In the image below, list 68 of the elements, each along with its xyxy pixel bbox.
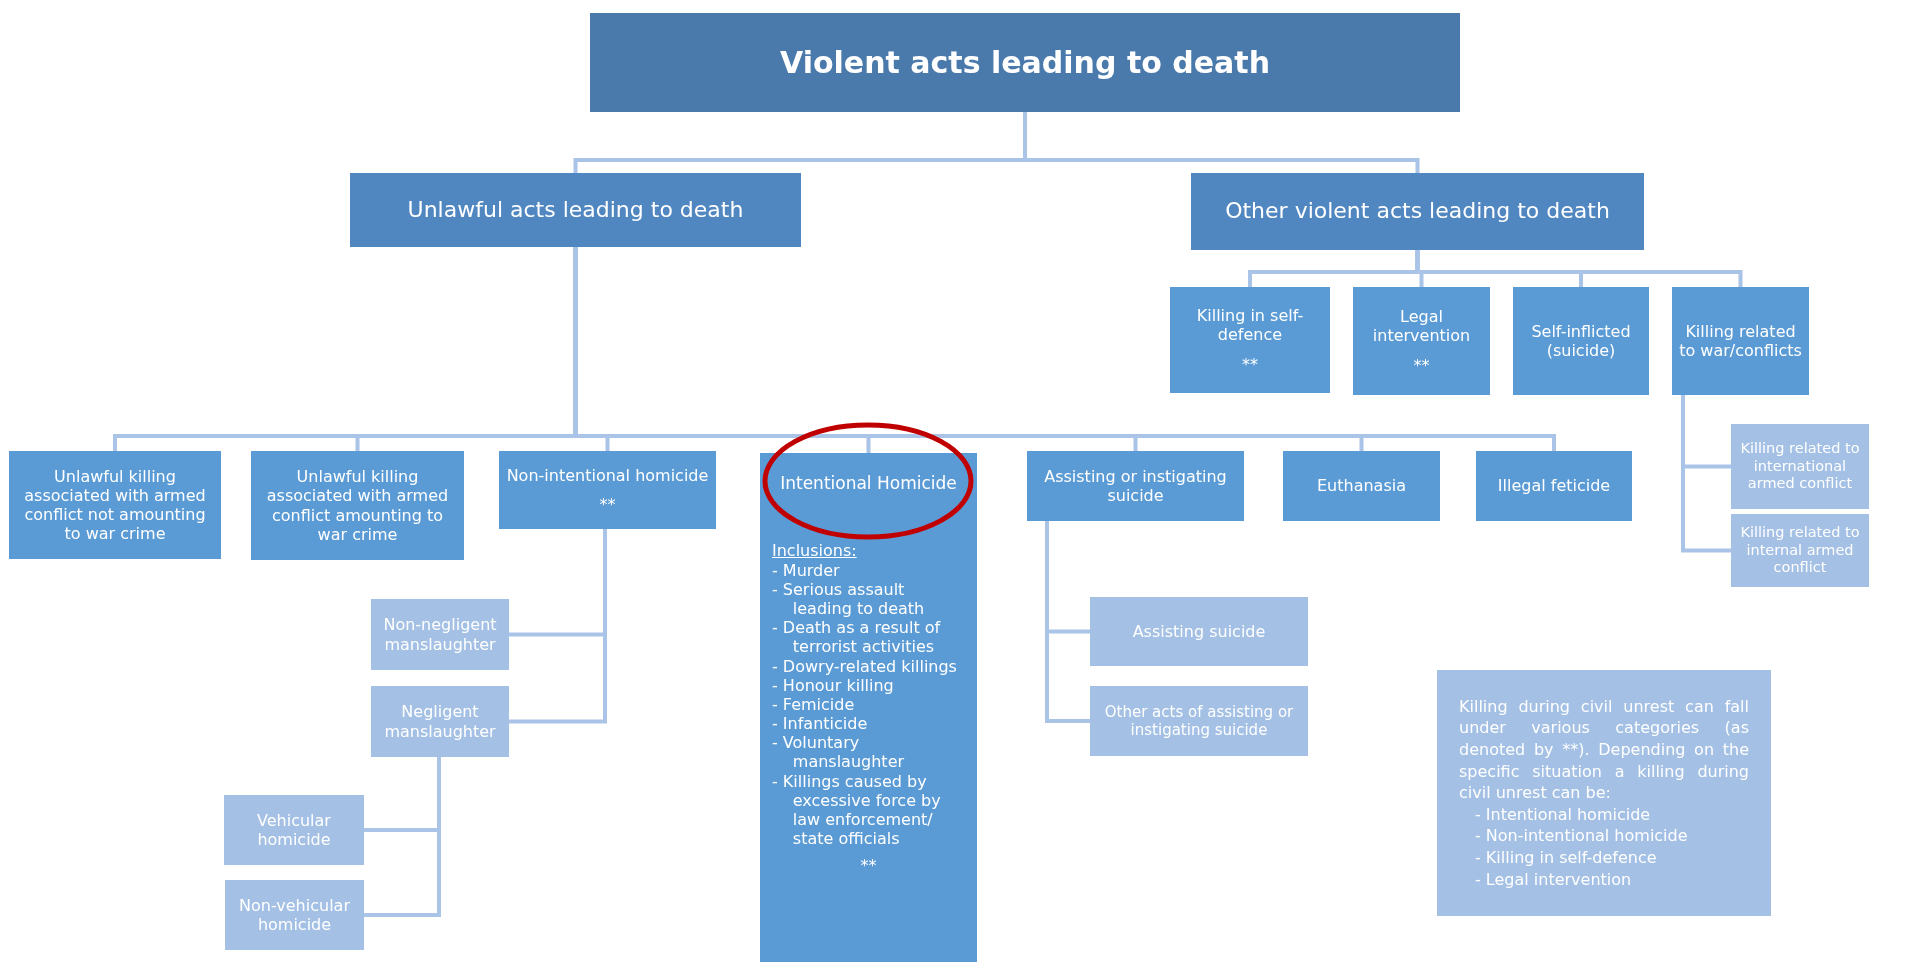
category-box xyxy=(350,173,801,247)
category-box xyxy=(9,451,221,559)
category-box xyxy=(1170,287,1330,393)
category-box xyxy=(371,686,509,757)
list-item: - Killing in self-defence xyxy=(1474,847,1658,869)
category-box xyxy=(1191,173,1644,250)
asterisk-mark: ** xyxy=(859,856,878,876)
list-item: - Honour killing xyxy=(772,675,895,695)
box-label: Self-inflicted (suicide) xyxy=(1530,321,1632,361)
category-box xyxy=(251,451,464,560)
list-item: - Non-intentional homicide xyxy=(1474,825,1689,847)
box-label: Killing related to international armed conflict xyxy=(1739,440,1861,493)
list-item: - Femicide xyxy=(772,694,856,715)
list-item: - Dowry-related killings xyxy=(772,656,958,676)
box-label: Euthanasia xyxy=(1317,476,1406,496)
category-box xyxy=(590,13,1460,112)
box-label: Assisting or instigating suicide xyxy=(1043,466,1228,506)
connector-line xyxy=(509,529,607,724)
category-box xyxy=(1090,597,1308,666)
box-label: Unlawful killing associated with armed conflict amounting to war crime xyxy=(265,467,450,544)
list-item: - Death as a result of terrorist activities xyxy=(772,618,942,657)
box-label: Legal intervention xyxy=(1371,307,1472,346)
list-item: - Intentional homicide xyxy=(1474,803,1652,826)
category-box xyxy=(1090,686,1308,756)
connector-line xyxy=(1023,112,1420,173)
category-box xyxy=(1437,670,1771,916)
asterisk-mark: ** xyxy=(599,495,616,515)
asterisk-mark: ** xyxy=(1413,355,1430,375)
box-label: Negligent manslaughter xyxy=(383,702,497,741)
list-item: - Serious assault leading to death xyxy=(772,579,926,619)
category-box xyxy=(1731,424,1869,509)
box-label: Killing in self-defence xyxy=(1195,306,1305,345)
box-title: Intentional Homicide xyxy=(779,473,958,494)
box-label: Killing related to internal armed conflict xyxy=(1739,524,1861,577)
list-item: - Murder xyxy=(772,560,841,580)
box-label: Other violent acts leading to death xyxy=(1225,198,1610,225)
category-box xyxy=(1672,287,1809,395)
box-label: Non-intentional homicide xyxy=(506,465,709,485)
category-box xyxy=(499,451,716,529)
connector-line xyxy=(1045,521,1090,723)
category-box xyxy=(1353,287,1490,395)
list-item: - Killings caused by excessive force by law enforcement/ state officials xyxy=(772,771,942,849)
box-label: Unlawful acts leading to death xyxy=(407,196,744,224)
category-box xyxy=(1283,451,1440,521)
connector-line xyxy=(1681,395,1731,553)
box-label: Non-vehicular homicide xyxy=(238,895,351,935)
box-label: Assisting suicide xyxy=(1132,621,1266,642)
category-box xyxy=(760,453,977,962)
box-label: Violent acts leading to death xyxy=(779,44,1271,81)
asterisk-mark: ** xyxy=(1242,354,1258,374)
category-box xyxy=(1476,451,1632,521)
box-label: Other acts of assisting or instigating suicide xyxy=(1103,703,1295,739)
list-item: - Infanticide xyxy=(772,714,869,734)
box-label: Vehicular homicide xyxy=(256,810,332,850)
list-item: - Legal intervention xyxy=(1474,868,1633,891)
box-label: Killing related to war/conflicts xyxy=(1678,321,1803,361)
category-box xyxy=(1513,287,1649,395)
category-box xyxy=(371,599,509,670)
list-item: - Voluntary manslaughter xyxy=(772,733,906,772)
list-heading: Inclusions: xyxy=(772,541,858,561)
box-label: Illegal feticide xyxy=(1497,476,1611,496)
category-box xyxy=(1027,451,1244,521)
category-box xyxy=(225,880,364,950)
box-label: Non-negligent manslaughter xyxy=(382,615,498,654)
box-label: Unlawful killing associated with armed conflict not amounting to war crime xyxy=(23,466,207,544)
note-text: Killing during civil unrest can fall under various categories (as denoted by **). Depending on the specific situation a killing during civil unrest can be: xyxy=(1459,695,1749,804)
category-box xyxy=(1731,514,1869,587)
category-box xyxy=(224,795,364,865)
